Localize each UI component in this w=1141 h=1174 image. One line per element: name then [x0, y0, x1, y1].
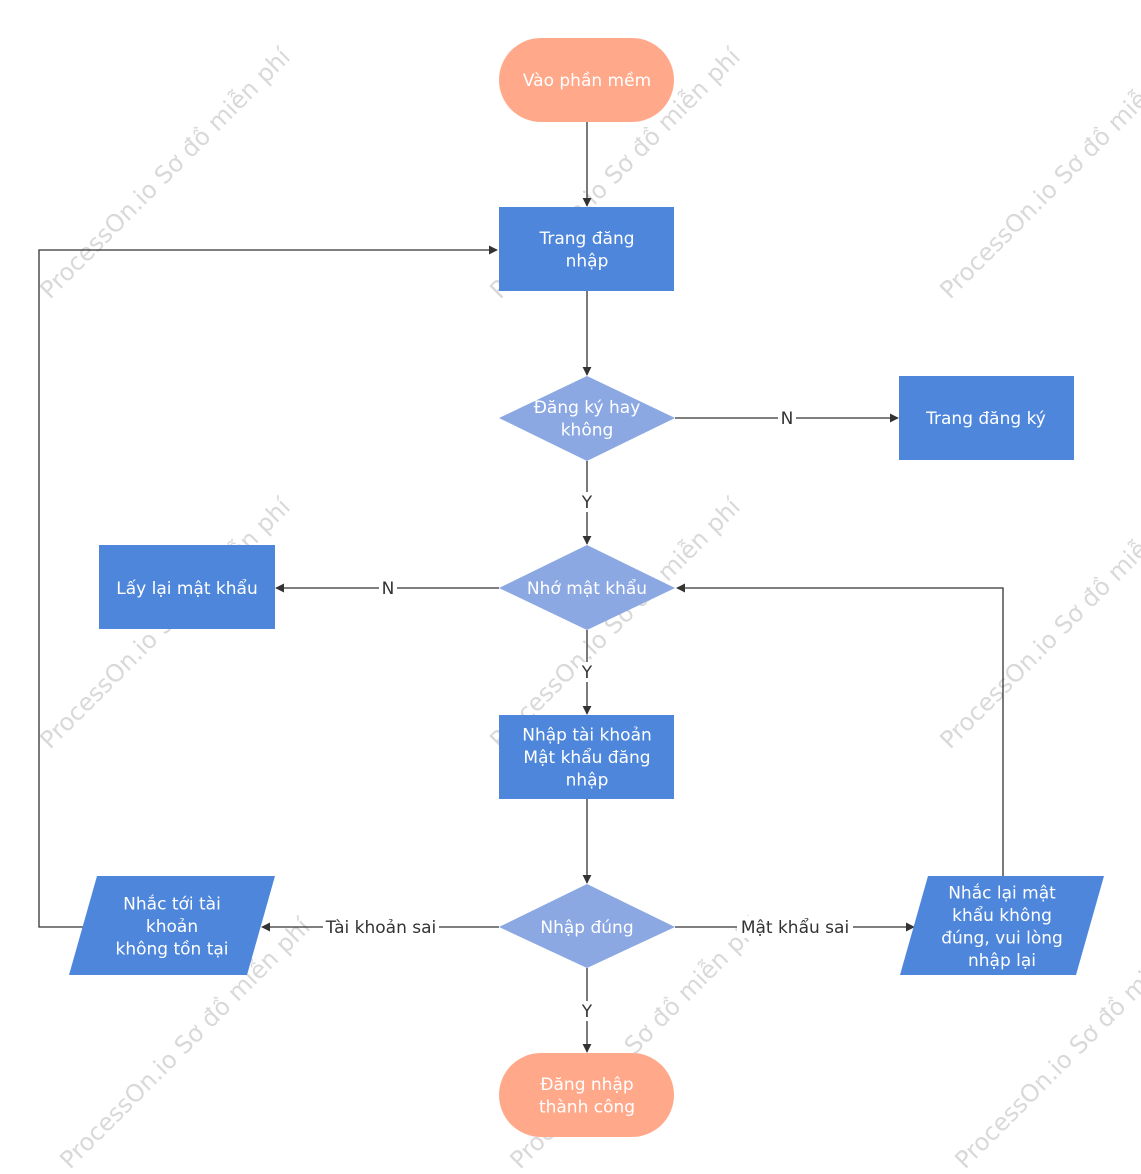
node-remember-decision: Nhớ mật khẩu	[499, 545, 675, 630]
node-label-line: Trang đăng	[538, 229, 634, 249]
register-page-label: Trang đăng ký	[925, 409, 1046, 429]
edge-label-correct-yes: Y	[581, 1002, 593, 1022]
node-label-line: Nhắc lại mật	[948, 882, 1056, 903]
edge-label-register-yes: Y	[581, 493, 593, 513]
node-label-line: Trang đăng ký	[925, 409, 1046, 429]
wrong-password-io-shape	[900, 876, 1104, 975]
correct-decision-label: Nhập đúng	[540, 918, 633, 938]
node-label-line: Nhập đúng	[540, 918, 633, 938]
success-terminal-shape	[499, 1053, 674, 1137]
node-label-line: Nhớ mật khẩu	[527, 578, 647, 599]
edge-label-remember-no: N	[382, 579, 395, 599]
edge-account-missing-back-to-login	[38, 245, 498, 928]
edge-label-wrong-password: Mật khẩu sai	[741, 917, 849, 938]
account-missing-io-shape	[69, 876, 275, 975]
node-label-line: Vào phần mềm	[523, 70, 651, 91]
start-terminal-shape	[499, 38, 674, 122]
recover-password-label: Lấy lại mật khẩu	[116, 578, 257, 599]
start-label: Vào phần mềm	[523, 70, 651, 91]
watermark-text: ProcessOn.io Sơ đồ miễn phí	[934, 41, 1141, 304]
watermark-text: ProcessOn.io Sơ đồ miễn phí	[934, 491, 1141, 754]
edge-labels: N Y N Y Tài khoản sai Mật khẩu sai Y	[323, 408, 853, 1022]
edge-label-register-no: N	[781, 409, 794, 429]
edge-label-wrong-account: Tài khoản sai	[325, 918, 437, 938]
remember-decision-label: Nhớ mật khẩu	[527, 578, 647, 599]
node-label-line: Nhắc tới tài	[123, 894, 221, 915]
remember-decision-diamond	[499, 545, 675, 630]
node-recover-password: Lấy lại mật khẩu	[99, 545, 275, 629]
node-label-line: thành công	[539, 1097, 635, 1117]
node-label-line: nhập	[566, 771, 609, 791]
recover-password-process-shape	[99, 545, 275, 629]
node-label-line: Nhập tài khoản	[522, 726, 652, 746]
node-label-line: Mật khẩu đăng	[523, 747, 650, 768]
enter-credentials-process-shape	[499, 715, 674, 799]
register-page-process-shape	[899, 376, 1074, 460]
node-correct-decision: Nhập đúng	[499, 884, 675, 968]
watermark-text: ProcessOn.io Sơ đồ miễn phí	[34, 41, 297, 304]
node-label-line: nhập lại	[968, 951, 1036, 971]
watermark-text: ProcessOn.io Sơ đồ miễn phí	[484, 491, 747, 754]
login-page-process-shape	[499, 207, 674, 291]
node-label-line: Đăng nhập	[540, 1075, 633, 1095]
node-label-line: khẩu không	[952, 905, 1052, 926]
node-register-page: Trang đăng ký	[899, 376, 1074, 460]
node-label-line: khoản	[146, 917, 198, 937]
node-label-line: Lấy lại mật khẩu	[116, 578, 257, 599]
register-decision-diamond	[499, 376, 675, 461]
edge-label-remember-yes: Y	[581, 663, 593, 683]
node-label-line: Đăng ký hay	[534, 398, 641, 418]
node-label-line: không tồn tại	[115, 939, 228, 960]
node-label-line: không	[561, 420, 614, 440]
node-label-line: nhập	[566, 251, 609, 271]
correct-decision-diamond	[499, 884, 675, 968]
node-start: Vào phần mềm	[499, 38, 674, 122]
node-label-line: đúng, vui lòng	[941, 928, 1063, 948]
edge-wrong-password-back-to-remember	[676, 583, 1004, 878]
